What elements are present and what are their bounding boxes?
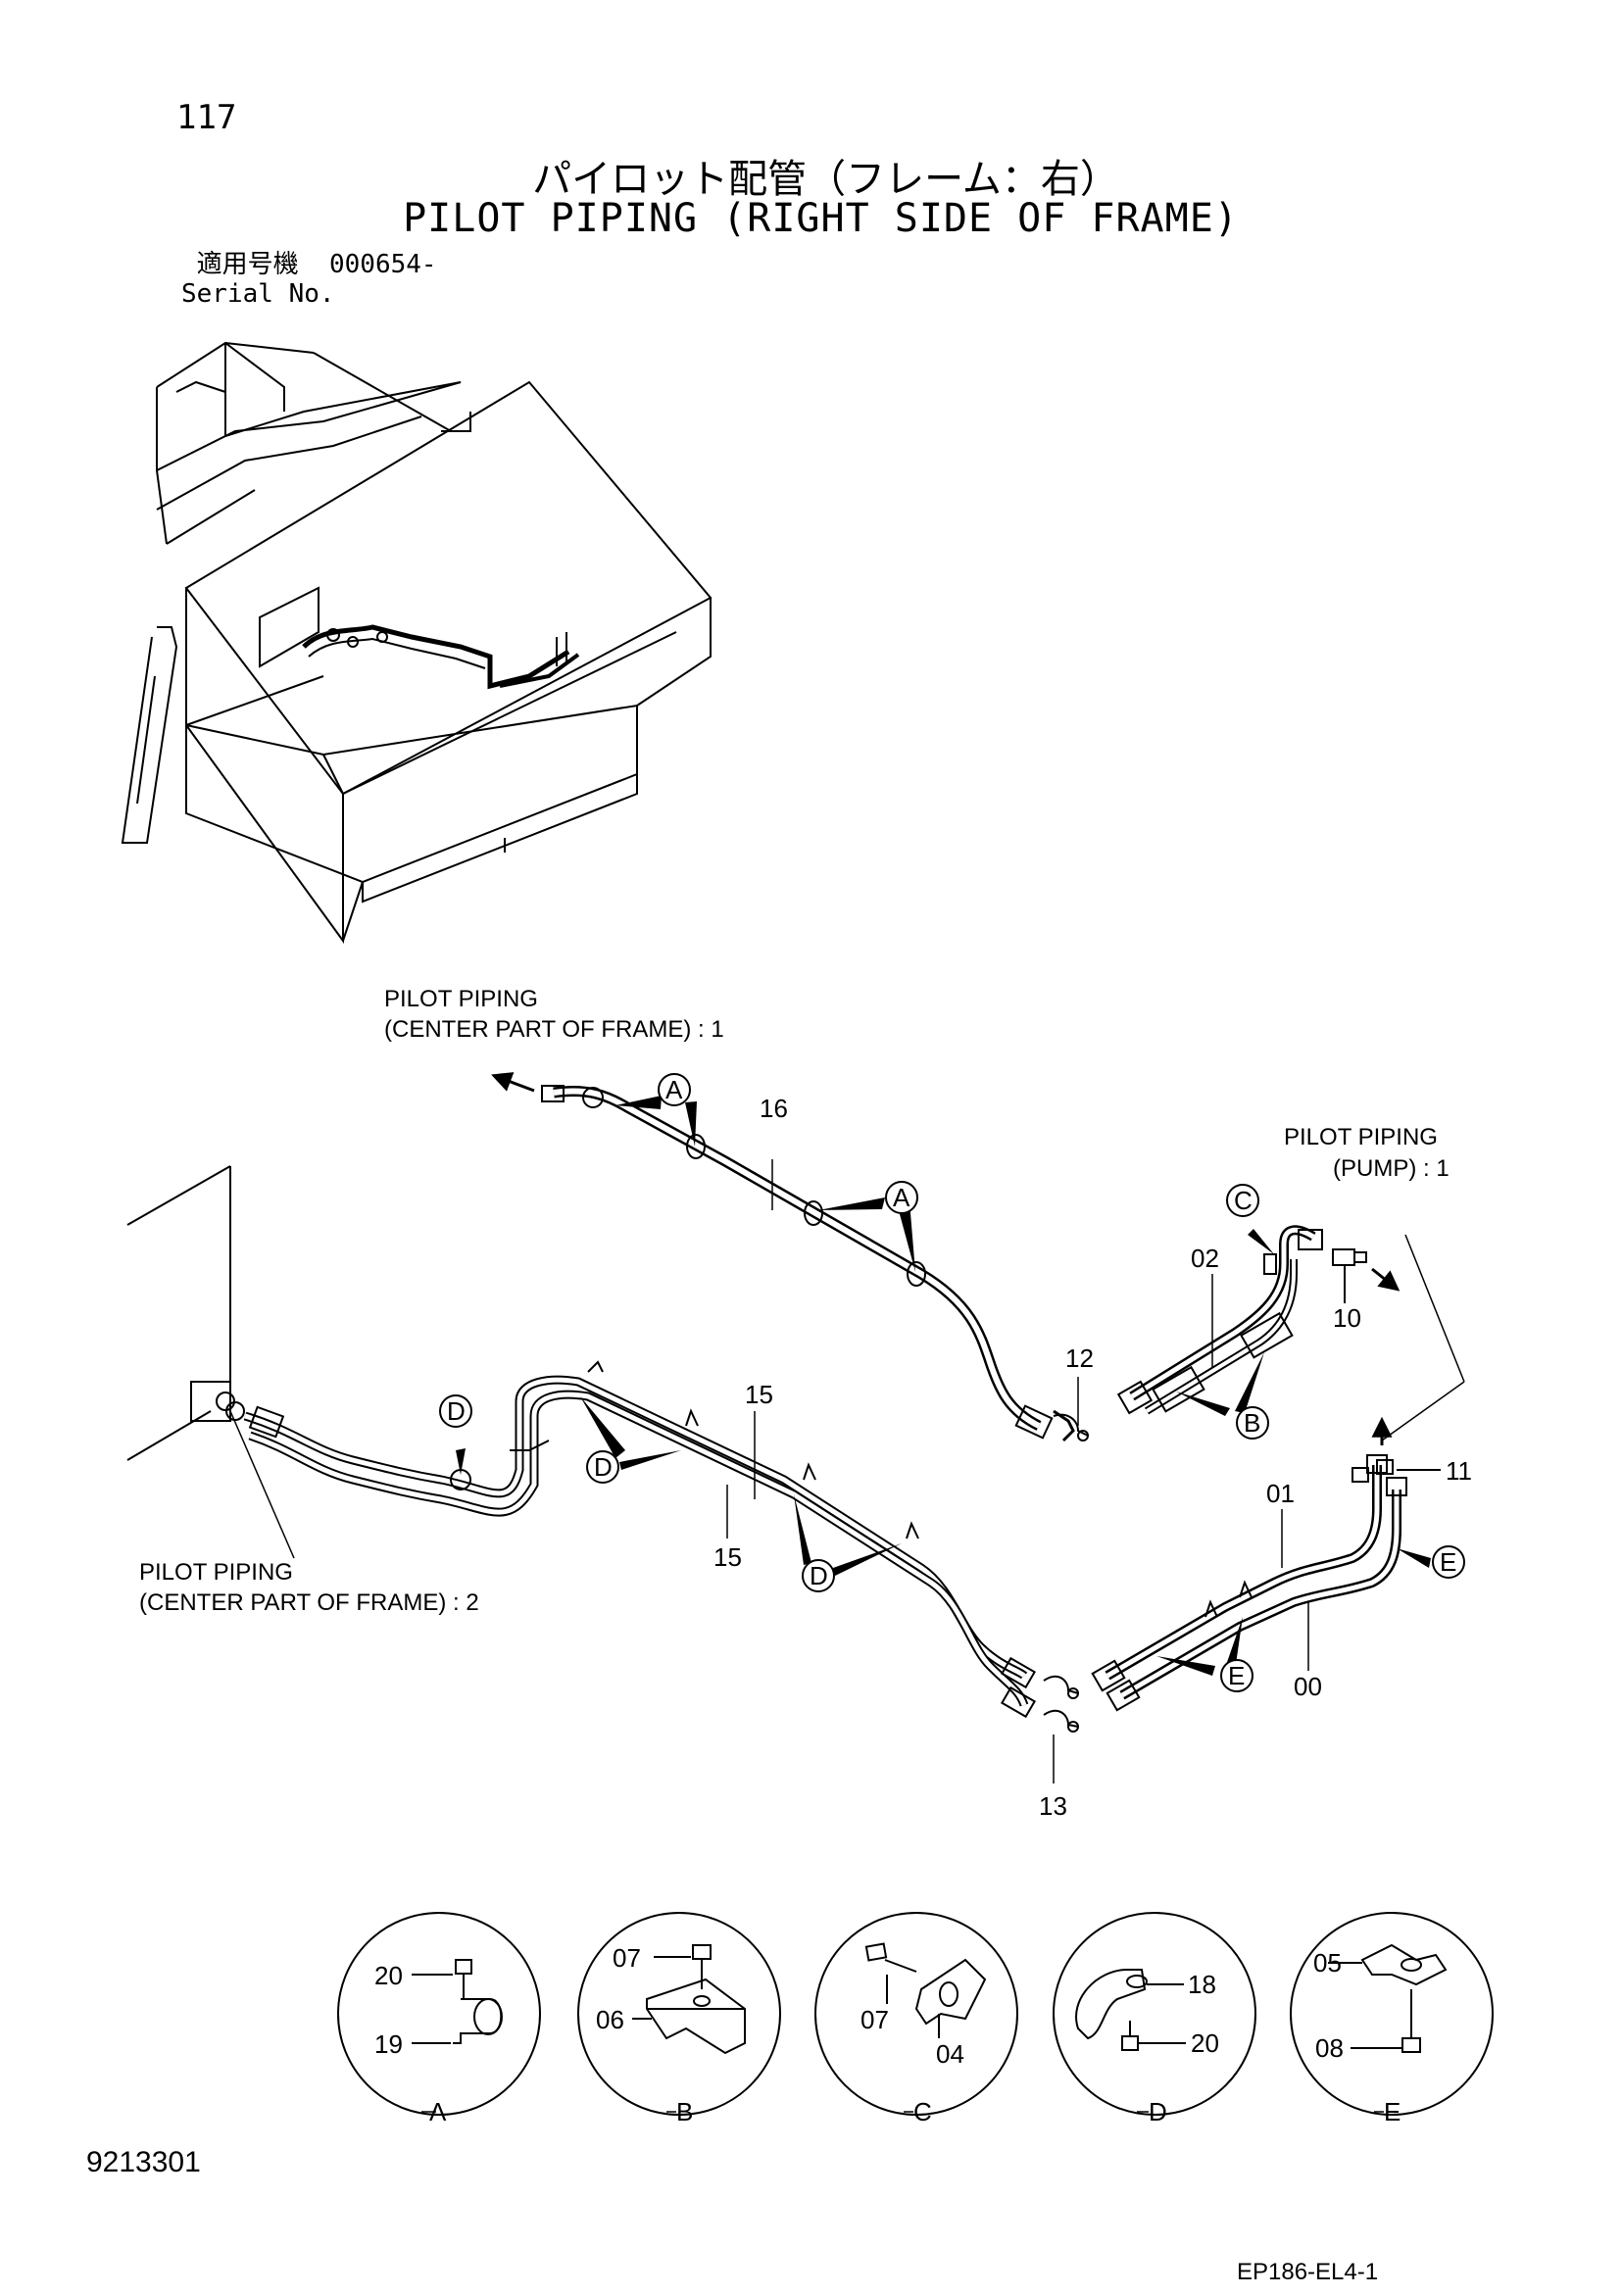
leader-lines [229,1159,1465,1783]
part-label-15-lower: 15 [713,1542,742,1572]
page-title-japanese: パイロット配管（フレーム：右） [532,157,1119,202]
machine-overview [121,341,713,945]
detail-view-e: 05 08 E [1290,1912,1494,2126]
callouts: PILOT PIPING (CENTER PART OF FRAME) : 1 … [139,986,1450,1616]
detail-a-part-upper: 20 [374,1961,403,1990]
detail-views: 20 19 A 07 06 B [337,1912,1494,2126]
detail-d-part-lower: 20 [1191,2028,1219,2058]
callout-center-part-1-line1: PILOT PIPING [384,986,538,1012]
part-label-02: 02 [1191,1244,1219,1273]
detail-e-part-upper: 05 [1313,1948,1342,1978]
detail-view-a: 20 19 A [337,1912,541,2126]
detail-c-part-right: 04 [936,2039,964,2069]
piping-assembly [126,1072,1465,1783]
marker-e-2: E [1228,1661,1245,1690]
part-number-labels: 16 12 02 10 15 15 11 01 00 13 [713,1094,1472,1821]
serial-info: 適用号機 000654- Serial No. [181,250,437,309]
marker-a-2: A [893,1183,910,1212]
detail-b-part-lower: 06 [596,2005,624,2034]
marker-a-1: A [665,1075,683,1104]
detail-a-part-lower: 19 [374,2029,403,2059]
callout-center-part-1-line2: (CENTER PART OF FRAME) : 1 [384,1016,724,1043]
detail-view-d: 18 20 D [1053,1912,1256,2126]
detail-b-part-upper: 07 [613,1943,641,1973]
part-label-00: 00 [1294,1672,1322,1701]
serial-label-english: Serial No. [181,279,335,309]
detail-a-letter: A [429,2097,447,2126]
detail-e-letter: E [1384,2097,1401,2126]
part-label-12: 12 [1065,1343,1094,1373]
detail-e-part-lower: 08 [1315,2033,1344,2063]
detail-view-c: 07 04 C [814,1912,1018,2126]
pipe-16 [541,1085,1075,1442]
detail-d-part-upper: 18 [1188,1970,1216,1999]
detail-markers: A A C B D D D E E [439,1073,1465,1692]
part-label-13: 13 [1039,1791,1067,1821]
marker-b: B [1244,1408,1260,1438]
callout-center-part-2-line2: (CENTER PART OF FRAME) : 2 [139,1589,479,1616]
page-number: 117 [176,98,237,137]
detail-c-letter: C [913,2097,932,2126]
flow-arrows [491,1072,1401,1445]
drawing-code: EP186-EL4-1 [1237,2259,1379,2285]
part-label-11: 11 [1446,1456,1472,1486]
marker-d-1: D [447,1396,466,1426]
detail-b-letter: B [676,2097,693,2126]
callout-center-part-2-line1: PILOT PIPING [139,1559,293,1586]
clamp-pointers [456,1096,1431,1676]
fittings-12-13 [1043,1413,1089,1733]
pipe-15 [243,1360,1036,1719]
detail-c-part-left: 07 [860,2005,889,2034]
part-label-16: 16 [760,1094,788,1123]
detail-view-b: 07 06 B [577,1912,781,2126]
serial-value: 000654- [328,250,437,279]
page-title-english: PILOT PIPING (RIGHT SIDE OF FRAME) [403,196,1239,241]
fitting-11 [1352,1459,1441,1483]
part-label-15-upper: 15 [745,1380,773,1409]
detail-d-letter: D [1149,2097,1167,2126]
part-label-01: 01 [1266,1479,1295,1508]
pipe-02 [1116,1225,1323,1415]
callout-pump-line1: PILOT PIPING [1284,1124,1438,1150]
fitting-10 [1332,1248,1367,1303]
marker-d-3: D [810,1561,828,1590]
part-label-10: 10 [1333,1303,1361,1333]
marker-d-2: D [594,1452,613,1482]
serial-label-japanese: 適用号機 [196,250,299,279]
marker-c: C [1234,1186,1253,1215]
pipes-00-01 [1091,1454,1407,1712]
callout-pump-line2: (PUMP) : 1 [1333,1155,1450,1182]
document-id: 9213301 [86,2146,201,2178]
marker-e-1: E [1440,1547,1456,1577]
